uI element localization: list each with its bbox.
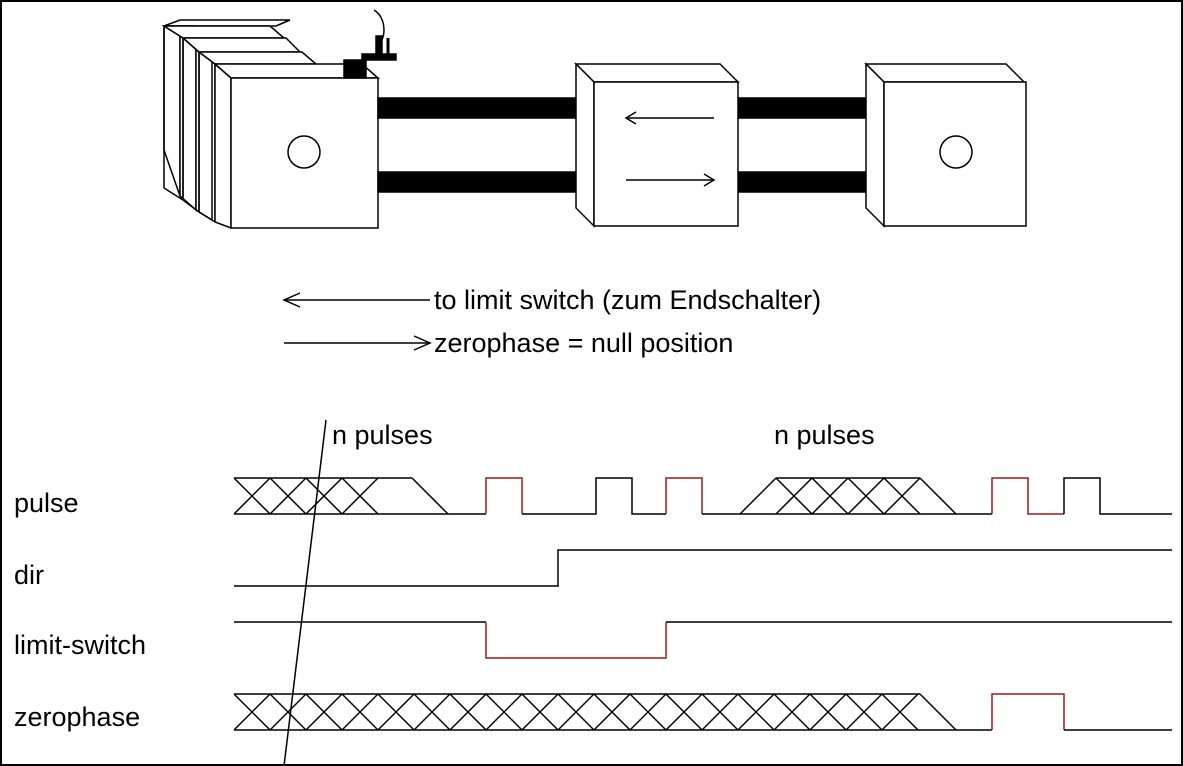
hatch-line [341, 693, 379, 731]
hatch-line [629, 693, 667, 731]
hatch-line [883, 477, 921, 515]
signal-label-zerophase: zerophase [14, 702, 140, 732]
hatch-line [701, 693, 739, 731]
legend [282, 292, 432, 351]
hatch-line [233, 693, 271, 731]
pulse-red-3 [991, 477, 1064, 515]
end-block [864, 62, 1027, 228]
hatch-line [881, 693, 919, 731]
hatch-line [665, 693, 703, 731]
mechanism [161, 9, 1027, 230]
hatch-line [773, 693, 811, 731]
waveform-pulse [233, 477, 1172, 515]
signal-label-dir: dir [14, 560, 44, 590]
hatch-line [377, 693, 415, 731]
limit-switch-sensor [343, 9, 397, 79]
waveform-zerophase [233, 693, 1172, 731]
hatch-line [809, 693, 847, 731]
zerophase-hatch [233, 693, 957, 731]
rail-bottom-right [737, 171, 883, 193]
hatch-line [269, 477, 307, 515]
hatch-line [847, 477, 885, 515]
hatch-line [449, 693, 487, 731]
hatch-line [557, 693, 595, 731]
carriage [574, 62, 740, 228]
waveform-dir [234, 549, 1172, 587]
hatch-line [269, 693, 307, 731]
pulse-red-1 [485, 477, 523, 514]
hatch-line [593, 693, 631, 731]
hatch-line [919, 477, 957, 515]
hatch-line [775, 477, 813, 515]
motor-shaft-circle [287, 135, 321, 169]
end-block-circle [939, 135, 973, 169]
pulse-red-2 [665, 477, 703, 514]
hatch-line [305, 693, 343, 731]
hatch-line [411, 477, 449, 515]
signal-label-limit-switch: limit-switch [14, 630, 146, 660]
n-pulses-label-1: n pulses [332, 420, 433, 450]
legend-right-text: zerophase = null position [434, 328, 733, 358]
motor-stack [161, 19, 319, 223]
hatch-line [341, 477, 379, 515]
rail-bottom-left [377, 171, 595, 193]
zerophase-red [991, 693, 1065, 730]
legend-left-text: to limit switch (zum Endschalter) [434, 285, 821, 315]
hatch-line [521, 693, 559, 731]
hatch-line [305, 477, 343, 515]
limit-switch-red [485, 622, 667, 659]
waveform-limit-switch [234, 621, 1172, 659]
motor-block [213, 62, 380, 230]
hatch-line [485, 693, 523, 731]
hatch-line [919, 693, 957, 731]
hatch-line [233, 477, 271, 515]
hatch-line [845, 693, 883, 731]
hatch-line [811, 477, 849, 515]
pulse-hatch-2 [739, 477, 957, 515]
signal-label-pulse: pulse [14, 488, 79, 518]
hatch-line [413, 693, 451, 731]
rail-top-right [737, 97, 883, 119]
pulse-hatch-1 [233, 477, 449, 515]
hatch-line [737, 693, 775, 731]
hatch-line [739, 477, 777, 515]
n-pulses-label-2: n pulses [774, 420, 875, 450]
rail-top-left [377, 97, 595, 119]
